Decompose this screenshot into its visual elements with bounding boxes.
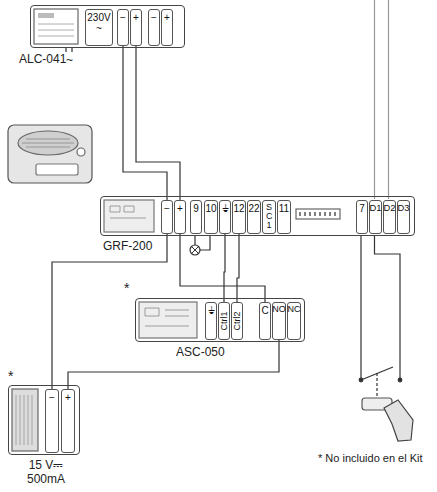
terminal-label: S C 1	[266, 203, 272, 230]
terminal: NC	[287, 302, 301, 340]
terminal: Ctrl1	[218, 302, 230, 340]
asterisk-mark: *	[8, 368, 13, 385]
terminal: +	[161, 9, 173, 46]
terminal-label: ⏚	[222, 203, 229, 214]
device-box: GRF-200−+910⏚1222S C 1117D1D2D3	[100, 196, 415, 236]
terminal: ⏚	[205, 302, 217, 340]
terminal-label: D2	[384, 203, 396, 213]
device-box: ALC-041230V ~−+−+	[30, 5, 185, 48]
device-box: 15 V⎓ 500mA−+	[8, 385, 80, 455]
wire	[136, 46, 180, 200]
psu-icon-detail	[38, 13, 54, 18]
terminal: −	[148, 9, 160, 46]
wire	[224, 234, 225, 302]
terminal: 230V ~	[85, 9, 113, 46]
terminal: ⏚	[219, 200, 231, 234]
terminal: −	[45, 389, 59, 453]
wire	[68, 340, 279, 389]
terminal: +	[130, 9, 142, 46]
button-wire	[361, 236, 400, 380]
lamp-symbol	[190, 245, 200, 255]
terminal: +	[174, 200, 186, 234]
module-icon	[104, 200, 154, 232]
lamp-cross	[192, 247, 199, 254]
terminal-label: −	[120, 12, 126, 23]
terminal: 12	[232, 200, 246, 234]
psu-icon-lines	[38, 24, 74, 36]
terminal: D3	[397, 200, 410, 234]
wire	[52, 234, 167, 389]
grille-lines	[22, 139, 74, 147]
device-label: ASC-050	[176, 345, 225, 359]
terminal-label: C	[261, 305, 268, 316]
terminal-label: −	[49, 392, 55, 403]
terminal-label: +	[65, 392, 71, 403]
terminal: C	[259, 302, 271, 340]
connector-strip	[296, 209, 340, 219]
wire	[180, 234, 265, 302]
terminal-label: +	[177, 203, 183, 214]
terminal: S C 1	[262, 200, 276, 234]
relay-icon	[139, 302, 197, 338]
speaker-grille	[18, 131, 78, 155]
footnote: * No incluido en el Kit	[318, 452, 423, 465]
terminal: 22	[247, 200, 261, 234]
terminal-label: +	[133, 12, 139, 23]
terminal: D1	[369, 200, 382, 234]
device-label: ALC-041	[19, 52, 66, 66]
device-label: GRF-200	[103, 239, 152, 253]
switch-plunger	[376, 373, 377, 398]
terminal-label: 10	[205, 203, 216, 214]
terminal: 10	[204, 200, 218, 234]
device-label: 15 V⎓ 500mA	[21, 458, 71, 487]
terminal-label: ⏚	[208, 305, 215, 316]
switch-contact	[398, 378, 402, 382]
terminal-label: 12	[233, 203, 244, 214]
terminal-label: 11	[279, 203, 289, 214]
terminal-label: 9	[193, 203, 199, 214]
terminal-label: −	[151, 12, 157, 23]
door-panel	[8, 125, 92, 183]
terminal: 7	[356, 200, 368, 234]
terminal-label: D1	[370, 203, 382, 213]
relay-icon-detail	[145, 308, 189, 326]
mains-symbol: ~	[66, 53, 73, 67]
terminal: 9	[190, 200, 202, 234]
name-plate	[36, 164, 78, 175]
terminal: −	[117, 9, 129, 46]
terminal-label: +	[164, 12, 170, 23]
dc-supply-icon	[12, 389, 38, 451]
terminal-label: 22	[248, 203, 259, 214]
terminal: 11	[277, 200, 291, 234]
asterisk-mark: *	[124, 280, 129, 297]
terminal-label: 7	[359, 203, 365, 214]
terminal-label: NO	[272, 305, 286, 315]
wire	[237, 234, 239, 302]
connector-pins	[300, 212, 335, 216]
terminal: +	[61, 389, 75, 453]
terminal-label: 230V ~	[86, 12, 112, 34]
terminal-label: NC	[288, 305, 301, 315]
terminal: Ctrl2	[231, 302, 243, 340]
device-box: ASC-050⏚Ctrl1Ctrl2CNONC	[135, 298, 305, 342]
terminal-label: −	[164, 203, 170, 214]
switch-contact	[359, 378, 363, 382]
terminal: D2	[383, 200, 396, 234]
hand-finger	[384, 400, 413, 441]
dc-supply-fins	[16, 395, 32, 445]
terminal-label: Ctrl2	[232, 311, 242, 330]
module-icon-detail	[110, 206, 146, 218]
mains-leads	[66, 48, 72, 52]
terminal: NO	[272, 302, 286, 340]
riser-wire	[375, 0, 389, 199]
psu-icon	[34, 9, 78, 44]
terminal-label: Ctrl1	[219, 311, 229, 330]
terminal: −	[161, 200, 173, 234]
terminal-label: D3	[398, 203, 410, 213]
camera-lens	[77, 148, 85, 156]
wire	[123, 46, 167, 200]
